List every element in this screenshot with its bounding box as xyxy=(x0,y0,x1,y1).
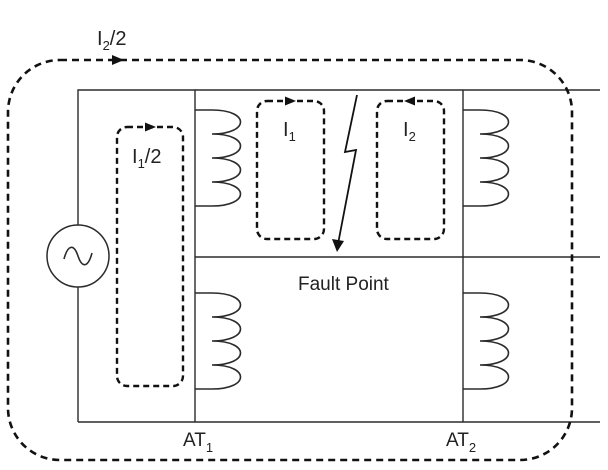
i2-loop-arrow xyxy=(404,96,415,106)
at1-upper-coil-icon xyxy=(195,109,242,207)
ac-source-icon xyxy=(46,224,110,288)
i1-loop-arrow xyxy=(285,96,296,106)
at2-label: AT2 xyxy=(446,430,476,455)
at1-label: AT1 xyxy=(183,430,213,455)
i2-current-loop xyxy=(375,99,446,241)
i2-loop-label: I2 xyxy=(403,119,416,144)
lightning-bolt-icon xyxy=(332,94,358,252)
i1-current-loop xyxy=(255,99,326,241)
i1-loop-label: I1 xyxy=(283,119,296,144)
left-loop-label: I1/2 xyxy=(132,146,161,171)
at2-upper-coil-icon xyxy=(463,109,510,207)
at1-lower-coil-icon xyxy=(195,292,242,390)
left-loop-arrow xyxy=(145,122,156,132)
outer-loop-arrow xyxy=(112,55,124,65)
source-feeder xyxy=(77,89,196,257)
outer-current-loop xyxy=(6,58,574,462)
outer-loop-label: I2/2 xyxy=(97,28,126,53)
fault-point-label: Fault Point xyxy=(298,274,390,295)
at2-lower-coil-icon xyxy=(463,292,510,390)
